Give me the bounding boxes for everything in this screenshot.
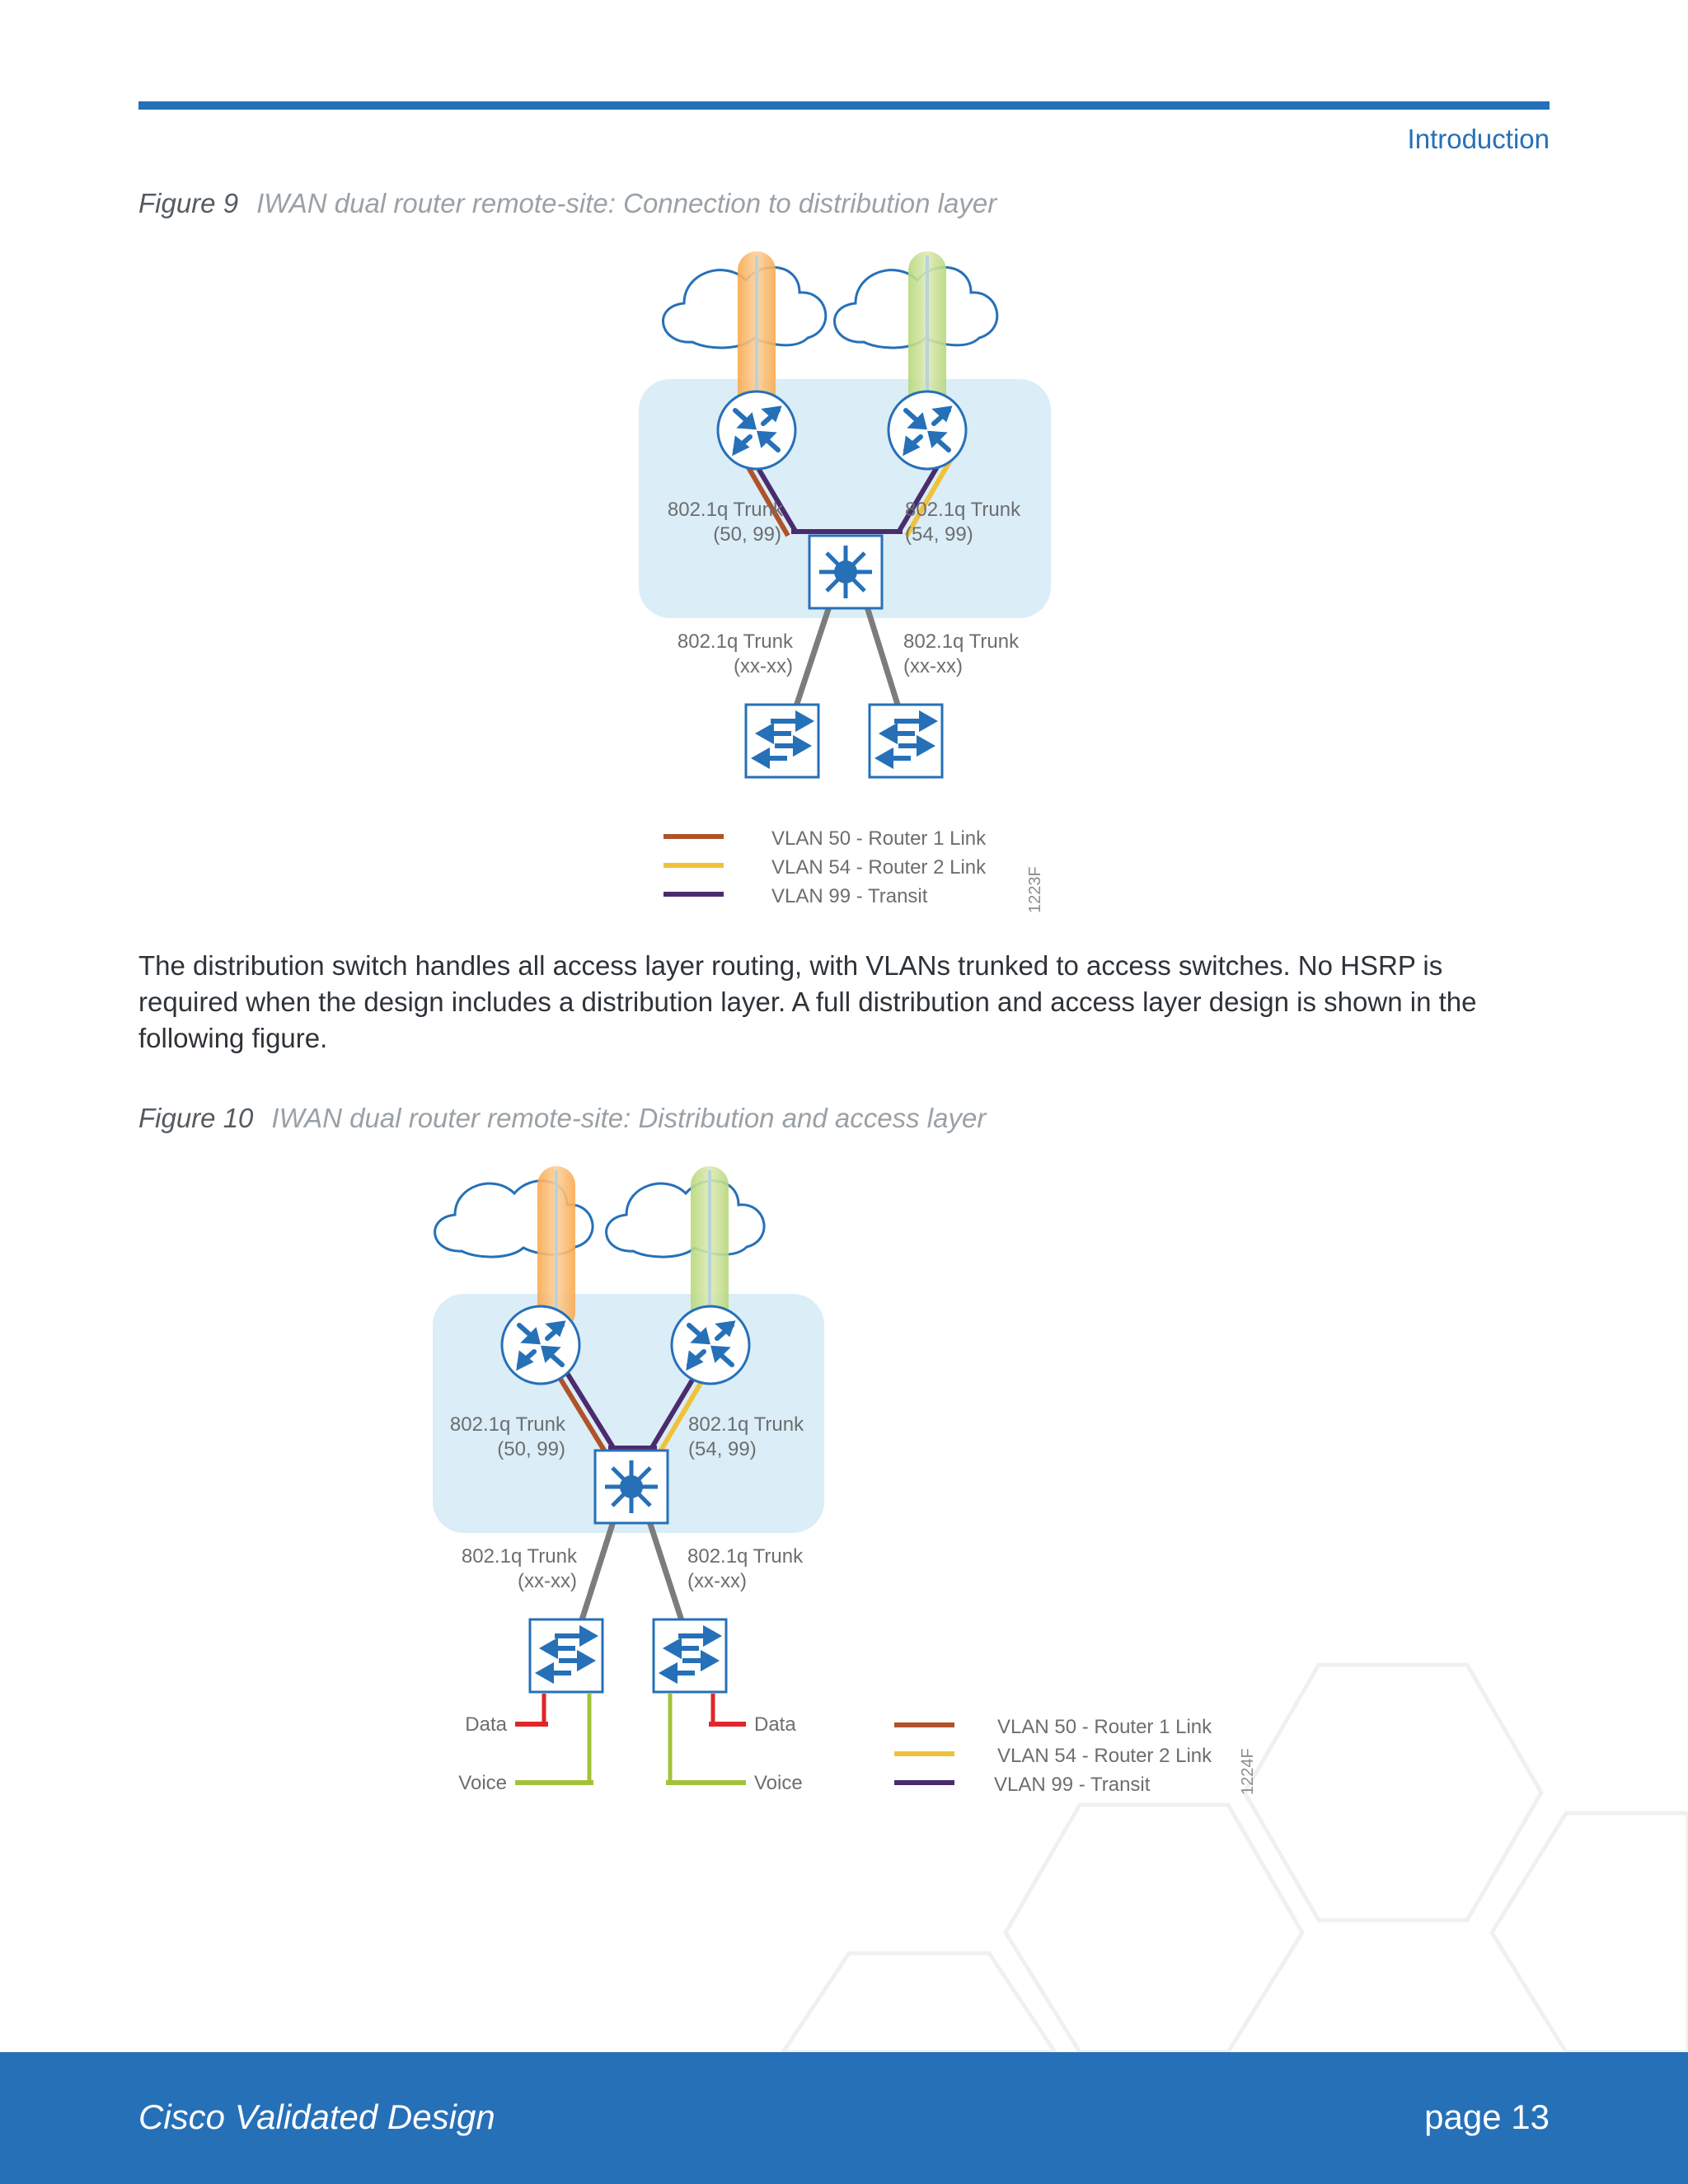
data-voice-links xyxy=(515,1694,746,1785)
fig10-trunk-right-lower-2: (xx-xx) xyxy=(687,1570,747,1592)
router-1-icon xyxy=(716,390,797,471)
fig9-trunk-left-upper-1: 802.1q Trunk xyxy=(668,499,784,521)
fig10-trunk-left-upper-1: 802.1q Trunk xyxy=(450,1413,566,1436)
fig10-trunk-right-upper-2: (54, 99) xyxy=(688,1438,757,1460)
figure9-title: IWAN dual router remote-site: Connection… xyxy=(256,188,997,218)
distribution-switch-2-icon xyxy=(593,1449,669,1525)
fig9-trunk-right-upper-1: 802.1q Trunk xyxy=(905,499,1021,521)
router-4-icon xyxy=(670,1305,751,1385)
fig10-legend-vlan99: VLAN 99 - Transit xyxy=(994,1774,1151,1796)
fig10-trunk-right-lower-1: 802.1q Trunk xyxy=(687,1545,804,1568)
fig10-id: 1224F xyxy=(1239,1748,1257,1795)
access-switch-1-icon xyxy=(744,703,820,779)
fig10-voice-left: Voice xyxy=(458,1772,507,1794)
fig10-trunk-right-upper-1: 802.1q Trunk xyxy=(688,1413,804,1436)
figure10-title: IWAN dual router remote-site: Distributi… xyxy=(271,1103,987,1133)
fig10-trunk-left-lower-1: 802.1q Trunk xyxy=(462,1545,578,1568)
access-switch-2-icon xyxy=(868,703,944,779)
fig9-trunk-left-lower-2: (xx-xx) xyxy=(734,655,793,677)
router-3-icon xyxy=(500,1305,581,1385)
fig9-legend-vlan50: VLAN 50 - Router 1 Link xyxy=(771,827,987,850)
figure10-diagram: 802.1q Trunk (50, 99) 802.1q Trunk (54, … xyxy=(433,1166,1257,1796)
background-hex-pattern xyxy=(780,1662,1688,2052)
fig9-trunk-right-lower-1: 802.1q Trunk xyxy=(903,630,1020,653)
fig9-trunk-left-upper-2: (50, 99) xyxy=(713,523,781,546)
footer-brand: Cisco Validated Design xyxy=(138,2097,495,2136)
page-number: page 13 xyxy=(1424,2097,1550,2136)
footer-bar xyxy=(0,2052,1688,2184)
figure9-number: Figure 9 xyxy=(138,188,239,218)
access-switch-3-icon xyxy=(528,1618,604,1694)
fig9-trunk-right-lower-2: (xx-xx) xyxy=(903,655,963,677)
fig9-legend-vlan54: VLAN 54 - Router 2 Link xyxy=(771,856,987,879)
fig10-legend-vlan50: VLAN 50 - Router 1 Link xyxy=(997,1716,1212,1738)
fig9-id: 1223F xyxy=(1026,866,1044,913)
figure10-number: Figure 10 xyxy=(138,1103,254,1133)
section-title: Introduction xyxy=(1407,124,1550,154)
body-paragraph: The distribution switch handles all acce… xyxy=(138,950,1477,1053)
figure10-caption: Figure 10 IWAN dual router remote-site: D… xyxy=(138,1103,986,1134)
fig9-trunk-left-lower-1: 802.1q Trunk xyxy=(678,630,794,653)
distribution-switch-icon xyxy=(808,534,884,610)
figure9-diagram: 802.1q Trunk (50, 99) 802.1q Trunk (54, … xyxy=(639,251,1051,913)
fig9-legend-vlan99: VLAN 99 - Transit xyxy=(771,885,928,907)
fig9-trunk-right-upper-2: (54, 99) xyxy=(905,523,973,546)
header-rule xyxy=(138,101,1550,110)
fig10-voice-right: Voice xyxy=(754,1772,803,1794)
fig10-trunk-left-lower-2: (xx-xx) xyxy=(518,1570,577,1592)
fig10-trunk-left-upper-2: (50, 99) xyxy=(497,1438,565,1460)
fig10-data-right: Data xyxy=(754,1713,796,1736)
fig10-legend-vlan54: VLAN 54 - Router 2 Link xyxy=(997,1745,1212,1767)
fig10-data-left: Data xyxy=(465,1713,507,1736)
wan-cloud-4-icon xyxy=(605,1179,766,1258)
router-2-icon xyxy=(887,390,968,471)
access-switch-4-icon xyxy=(652,1618,728,1694)
figure9-legend: VLAN 50 - Router 1 Link VLAN 54 - Router… xyxy=(663,827,987,907)
figure9-caption: Figure 9 IWAN dual router remote-site: Co… xyxy=(138,188,996,219)
figure10-legend: VLAN 50 - Router 1 Link VLAN 54 - Router… xyxy=(894,1716,1212,1796)
